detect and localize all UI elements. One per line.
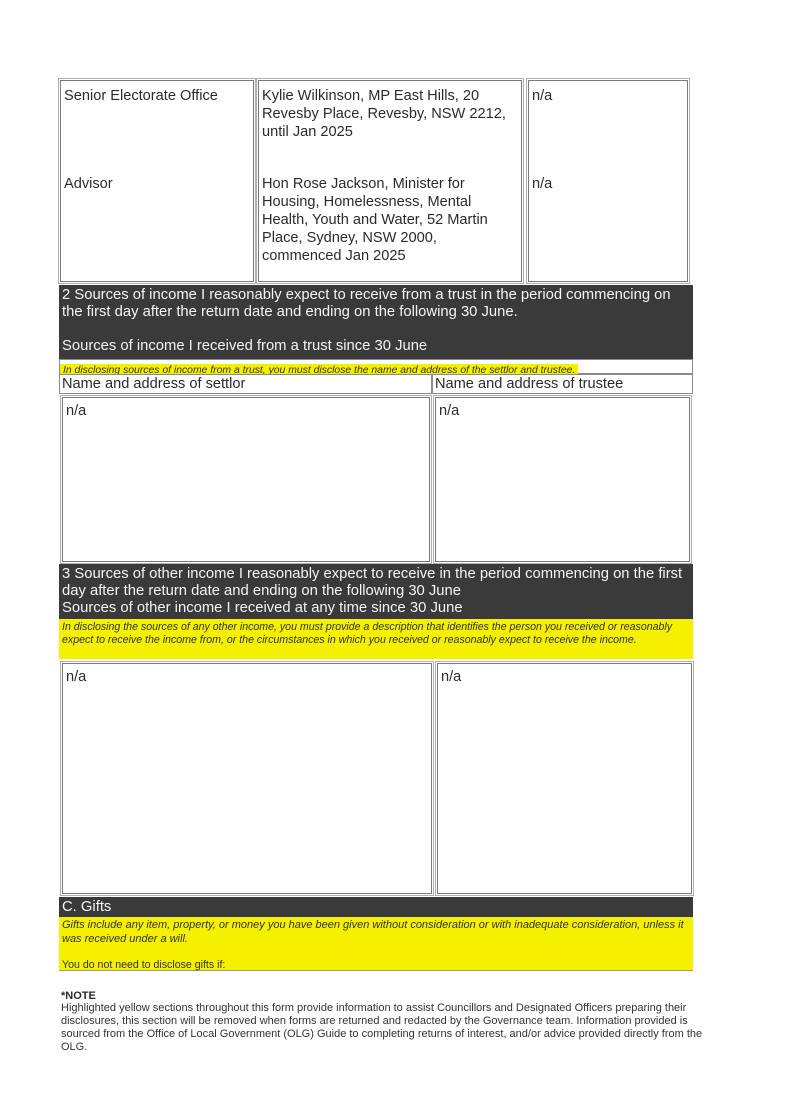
note-title: *NOTE [61,990,96,1002]
other-cell: n/a n/a [526,78,690,284]
other-1: n/a [532,88,553,104]
gifts-header: C. Gifts [59,897,693,917]
gifts-guidance: Gifts include any item, property, or mon… [62,919,684,945]
employment-table: Senior Electorate Office Advisor Kylie W… [58,78,691,284]
section3-guidance: In disclosing the sources of any other i… [59,619,693,659]
position-cell: Senior Electorate Office Advisor [58,78,256,284]
section2-guidance-row: In disclosing sources of income from a t… [59,359,693,377]
gifts-exemptions-intro: You do not need to disclose gifts if: [62,959,226,971]
other-income-value-1: n/a [66,669,87,685]
note: *NOTE Highlighted yellow sections throug… [61,990,721,1054]
settlor-header: Name and address of settlor [59,374,432,394]
settlor-value: n/a [66,403,87,419]
trustee-value: n/a [439,403,460,419]
position-1: Senior Electorate Office [64,88,218,104]
settlor-field[interactable]: n/a [60,395,432,564]
section2-heading-line1: 2 Sources of income I reasonably expect … [62,287,671,320]
section3-heading-line1: 3 Sources of other income I reasonably e… [62,566,683,599]
position-2: Advisor [64,176,113,192]
note-body: Highlighted yellow sections throughout t… [61,1002,703,1053]
trustee-field[interactable]: n/a [433,395,692,564]
section2-heading-line2: Sources of income I received from a trus… [62,338,428,354]
gifts-guidance-block: Gifts include any item, property, or mon… [59,917,693,971]
trustee-header: Name and address of trustee [432,374,693,394]
other-income-value-2: n/a [441,669,462,685]
other-income-field-1[interactable]: n/a [60,661,434,896]
other-income-field-2[interactable]: n/a [435,661,694,896]
section2-header: 2 Sources of income I reasonably expect … [59,285,693,359]
employer-cell: Kylie Wilkinson, MP East Hills, 20 Reves… [256,78,524,284]
section2-guidance: In disclosing sources of income from a t… [60,364,579,377]
section3-heading-line2: Sources of other income I received at an… [62,600,463,616]
employer-2: Hon Rose Jackson, Minister for Housing, … [262,176,488,264]
section3-header: 3 Sources of other income I reasonably e… [59,564,693,619]
employer-1: Kylie Wilkinson, MP East Hills, 20 Reves… [262,88,506,140]
other-2: n/a [532,176,553,192]
